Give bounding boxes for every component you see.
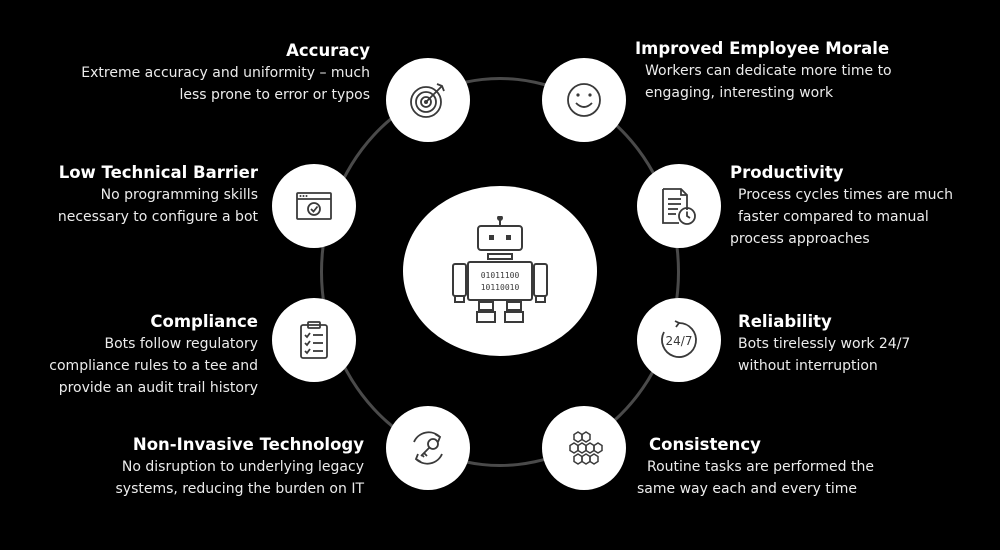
productivity-title: Productivity	[730, 163, 844, 182]
desc-line: Routine tasks are performed the	[647, 459, 874, 475]
document-clock-icon	[662, 188, 696, 225]
productivity-node	[637, 164, 721, 248]
reliability-title: Reliability	[738, 312, 832, 331]
browser-check-icon	[296, 192, 332, 220]
barrier-node	[272, 164, 356, 248]
desc-line: Process cycles times are much	[738, 187, 954, 203]
desc-line: systems, reducing the burden on IT	[115, 481, 364, 497]
desc-line: compliance rules to a tee and	[49, 358, 258, 374]
noninvasive-text: Non-Invasive Technology No disruption to…	[115, 434, 364, 500]
desc-line: necessary to configure a bot	[57, 209, 258, 225]
reliability-text: Reliability Bots tirelessly work 24/7 wi…	[738, 311, 910, 377]
target-icon	[410, 83, 445, 118]
robot-icon: 01011100 10110010	[452, 216, 548, 323]
clipboard-checklist-icon	[300, 321, 328, 359]
desc-line: Bots tirelessly work 24/7	[738, 336, 911, 352]
robot-binary-line2: 10110010	[481, 283, 520, 292]
compliance-text: Compliance Bots follow regulatory compli…	[49, 311, 258, 399]
desc-line: Bots follow regulatory	[104, 336, 258, 352]
compliance-title: Compliance	[150, 312, 258, 331]
desc-line: less prone to error or typos	[179, 87, 370, 103]
desc-line: No disruption to underlying legacy	[121, 459, 364, 475]
desc-line: without interruption	[738, 358, 878, 374]
desc-line: Workers can dedicate more time to	[645, 63, 892, 79]
morale-text: Improved Employee Morale Workers can ded…	[635, 38, 892, 104]
desc-line: faster compared to manual	[738, 209, 929, 225]
barrier-title: Low Technical Barrier	[58, 163, 258, 182]
consistency-text: Consistency Routine tasks are performed …	[637, 434, 874, 500]
reliability-desc: Bots tirelessly work 24/7 without interr…	[738, 333, 910, 377]
connector-ring	[320, 77, 680, 467]
desc-line: No programming skills	[100, 187, 258, 203]
compliance-node	[272, 298, 356, 382]
desc-line: Extreme accuracy and uniformity – much	[81, 65, 370, 81]
noninvasive-desc: No disruption to underlying legacy syste…	[115, 456, 364, 500]
24-7-icon: 24/7	[661, 320, 697, 358]
barrier-desc: No programming skills necessary to confi…	[58, 184, 258, 228]
desc-line: same way each and every time	[637, 481, 857, 497]
robot-binary-line1: 01011100	[481, 271, 520, 280]
consistency-title: Consistency	[649, 435, 761, 454]
productivity-text: Productivity Process cycles times are mu…	[730, 162, 953, 250]
accuracy-desc: Extreme accuracy and uniformity – much l…	[81, 62, 370, 106]
smiley-icon	[567, 83, 601, 117]
barrier-text: Low Technical Barrier No programming ski…	[58, 162, 258, 228]
center-circle: 01011100 10110010	[403, 186, 597, 356]
accuracy-text: Accuracy Extreme accuracy and uniformity…	[81, 40, 370, 106]
desc-line: provide an audit trail history	[58, 380, 258, 396]
noninvasive-node	[386, 406, 470, 490]
accuracy-node	[386, 58, 470, 142]
morale-node	[542, 58, 626, 142]
desc-line: process approaches	[730, 231, 870, 247]
hexagon-grid-icon	[569, 431, 603, 465]
desc-line: engaging, interesting work	[645, 85, 834, 101]
key-cycle-icon	[413, 431, 443, 465]
morale-desc: Workers can dedicate more time to engagi…	[635, 60, 892, 104]
compliance-desc: Bots follow regulatory compliance rules …	[49, 333, 258, 399]
morale-title: Improved Employee Morale	[635, 39, 890, 58]
accuracy-title: Accuracy	[286, 41, 370, 60]
reliability-node: 24/7	[637, 298, 721, 382]
consistency-desc: Routine tasks are performed the same way…	[637, 456, 874, 500]
noninvasive-title: Non-Invasive Technology	[132, 435, 364, 454]
consistency-node	[542, 406, 626, 490]
productivity-desc: Process cycles times are much faster com…	[730, 184, 953, 250]
svg-text:24/7: 24/7	[666, 334, 693, 348]
